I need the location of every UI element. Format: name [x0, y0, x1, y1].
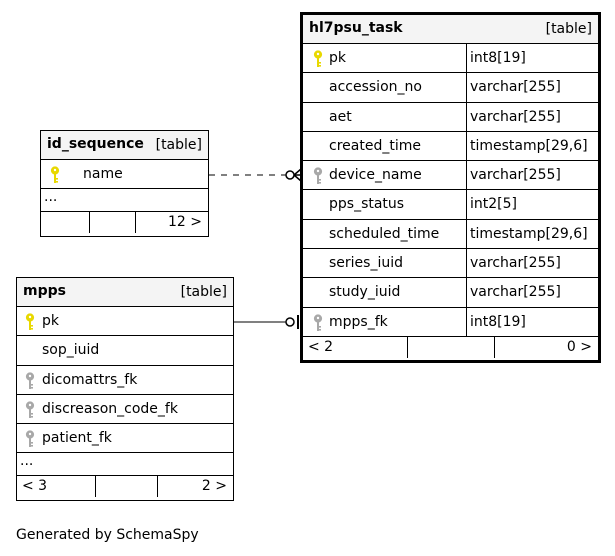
table-header: hl7psu_task [table]	[303, 15, 598, 44]
id-sequence-relationship-circle	[285, 170, 295, 180]
column-name: mpps_fk	[329, 313, 388, 330]
generated-by-label: Generated by SchemaSpy	[16, 527, 199, 543]
column-name: pk	[42, 313, 59, 329]
column-type: int8[19]	[470, 50, 526, 66]
children-count[interactable]: 0 >	[566, 338, 592, 355]
column-name: study_iuid	[329, 284, 401, 301]
children-count[interactable]: 12 >	[168, 214, 202, 231]
table-name: id_sequence	[47, 136, 144, 152]
column-row[interactable]: discreason_code_fk	[17, 395, 233, 425]
column-row[interactable]: dicomattrs_fk	[17, 366, 233, 395]
mpps-relationship-circle	[285, 317, 295, 327]
column-name: device_name	[329, 167, 422, 184]
table-header: mpps [table]	[17, 278, 233, 307]
column-row[interactable]: scheduled_time timestamp[29,6]	[303, 219, 598, 250]
column-name: patient_fk	[42, 430, 112, 447]
column-name: aet	[329, 108, 352, 125]
column-type: varchar[255]	[470, 79, 561, 96]
column-name: dicomattrs_fk	[42, 371, 138, 388]
foreign-key-icon	[25, 371, 35, 390]
column-type: timestamp[29,6]	[470, 225, 588, 242]
table-footer: 12 >	[41, 212, 208, 234]
children-count[interactable]: 2 >	[201, 478, 227, 495]
foreign-key-icon	[313, 314, 323, 332]
column-name: sop_iuid	[42, 342, 100, 359]
column-name: created_time	[329, 137, 421, 154]
column-type: varchar[255]	[470, 284, 561, 301]
column-type: varchar[255]	[470, 108, 561, 125]
foreign-key-icon	[313, 167, 323, 185]
column-name: accession_no	[329, 79, 422, 96]
table-footer: < 3 2 >	[17, 476, 233, 498]
parents-count[interactable]: < 3	[22, 478, 48, 495]
column-name: scheduled_time	[329, 225, 440, 242]
more-columns: ...	[17, 453, 233, 477]
column-row[interactable]: accession_no varchar[255]	[303, 73, 598, 103]
column-row[interactable]: pk	[17, 307, 233, 337]
column-row[interactable]: pk int8[19]	[303, 44, 598, 74]
table-name: mpps	[23, 283, 66, 299]
table-kind: [table]	[180, 284, 227, 300]
column-row[interactable]: aet varchar[255]	[303, 102, 598, 132]
column-name: name	[83, 166, 123, 182]
table-header: id_sequence [table]	[41, 131, 208, 160]
table-hl7psu-task[interactable]: hl7psu_task [table] pk int8[19] accession_…	[300, 12, 601, 363]
column-type: int8[19]	[470, 313, 526, 330]
column-name: series_iuid	[329, 255, 403, 272]
table-name: hl7psu_task	[309, 20, 403, 36]
column-name: pps_status	[329, 196, 405, 213]
column-row[interactable]: pps_status int2[5]	[303, 190, 598, 220]
column-type: varchar[255]	[470, 167, 561, 184]
column-row[interactable]: created_time timestamp[29,6]	[303, 131, 598, 162]
primary-key-icon	[313, 50, 323, 68]
foreign-key-icon	[25, 430, 35, 448]
column-type: timestamp[29,6]	[470, 137, 588, 154]
primary-key-icon	[50, 166, 60, 184]
table-kind: [table]	[545, 21, 592, 37]
column-row[interactable]: mpps_fk int8[19]	[303, 307, 598, 337]
primary-key-icon	[25, 313, 35, 331]
column-row[interactable]: name	[41, 160, 208, 190]
column-row[interactable]: study_iuid varchar[255]	[303, 278, 598, 308]
column-type: varchar[255]	[470, 255, 561, 272]
foreign-key-icon	[25, 401, 35, 419]
more-columns: ...	[41, 189, 208, 213]
column-row[interactable]: device_name varchar[255]	[303, 161, 598, 191]
column-name: discreason_code_fk	[42, 400, 178, 417]
column-name: pk	[329, 50, 346, 66]
column-type: int2[5]	[470, 196, 517, 213]
column-row[interactable]: series_iuid varchar[255]	[303, 249, 598, 279]
table-footer: < 2 0 >	[303, 336, 598, 358]
id-sequence-relationship-crowfoot	[293, 168, 302, 182]
column-row[interactable]: sop_iuid	[17, 336, 233, 366]
table-id-sequence[interactable]: id_sequence [table] name ... 12 >	[40, 130, 209, 237]
parents-count[interactable]: < 2	[308, 338, 334, 355]
column-row[interactable]: patient_fk	[17, 424, 233, 454]
table-kind: [table]	[155, 137, 202, 153]
